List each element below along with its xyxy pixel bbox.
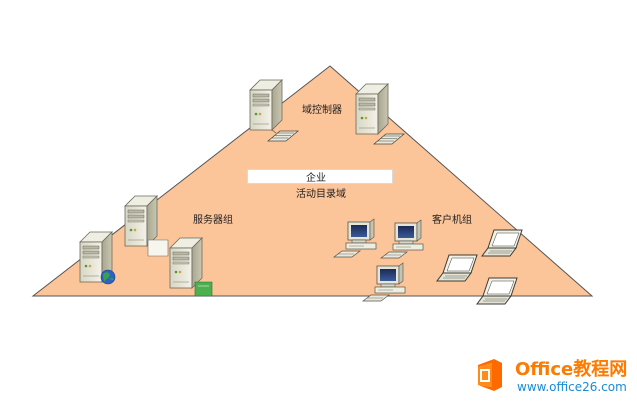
watermark-url: www.office26.com: [517, 380, 627, 394]
enterprise-label: 企业: [306, 173, 326, 184]
server-with-card-2: [169, 237, 213, 297]
active-directory-domain-label: 活动目录域: [296, 189, 346, 200]
domain-controllers-label: 域控制器: [302, 105, 342, 116]
server-group-label: 服务器组: [193, 215, 233, 226]
server-with-globe: [79, 231, 116, 285]
enterprise-label-box: [247, 169, 393, 184]
server-with-card-1: [124, 195, 169, 257]
office-logo-icon: [478, 359, 502, 391]
watermark-title: Office教程网: [515, 359, 628, 380]
client-group-label: 客户机组: [432, 215, 472, 226]
office26-watermark: Office教程网 www.office26.com: [467, 353, 637, 401]
domain-controller-1: [249, 79, 299, 142]
